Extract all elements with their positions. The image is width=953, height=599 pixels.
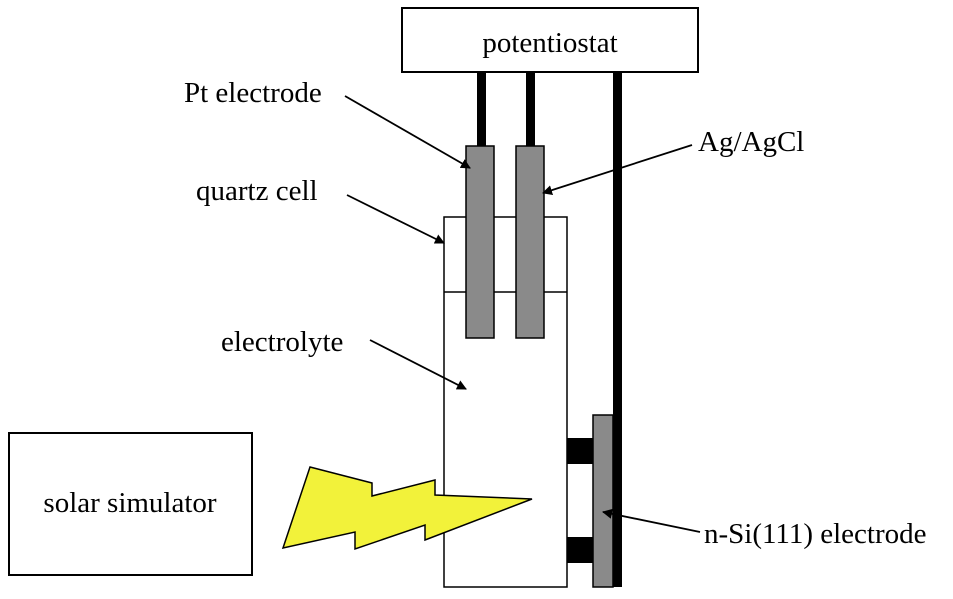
ag-agcl-electrode [515, 145, 545, 339]
upper-clamp [567, 438, 593, 464]
ag-agcl-arrow [542, 144, 693, 195]
potentiostat: potentiostat [401, 7, 699, 73]
solar-simulator-label: solar simulator [43, 487, 217, 519]
ag-agcl-label: Ag/AgCl [698, 126, 804, 158]
pt-electrode-arrow [344, 95, 471, 169]
pt-electrode [465, 145, 495, 339]
solar-simulator: solar simulator [8, 432, 253, 576]
n-si-electrode-plate [592, 414, 614, 588]
pt-electrode-label: Pt electrode [184, 77, 322, 109]
quartz-cell-arrow [346, 194, 445, 244]
lower-clamp [567, 537, 593, 563]
electrolyte-label: electrolyte [221, 326, 343, 358]
n-si-electrode-arrow [602, 508, 701, 533]
solar-simulator-box [8, 432, 253, 576]
quartz-cell-label: quartz cell [196, 175, 318, 207]
electrolyte-arrow [369, 339, 467, 390]
potentiostat-box [401, 7, 699, 73]
n-si-lead-wire [613, 72, 622, 587]
light-bolt-icon [281, 466, 533, 551]
lead-wires [477, 72, 622, 587]
quartz-cell [443, 216, 568, 588]
ag-agcl-lead-wire [526, 72, 535, 146]
potentiostat-label: potentiostat [482, 27, 617, 59]
n-si-electrode [567, 414, 614, 588]
n-si-electrode-label: n-Si(111) electrode [704, 518, 927, 550]
quartz-cell-body [443, 216, 568, 588]
pt-lead-wire [477, 72, 486, 146]
callout-arrows [344, 95, 701, 533]
